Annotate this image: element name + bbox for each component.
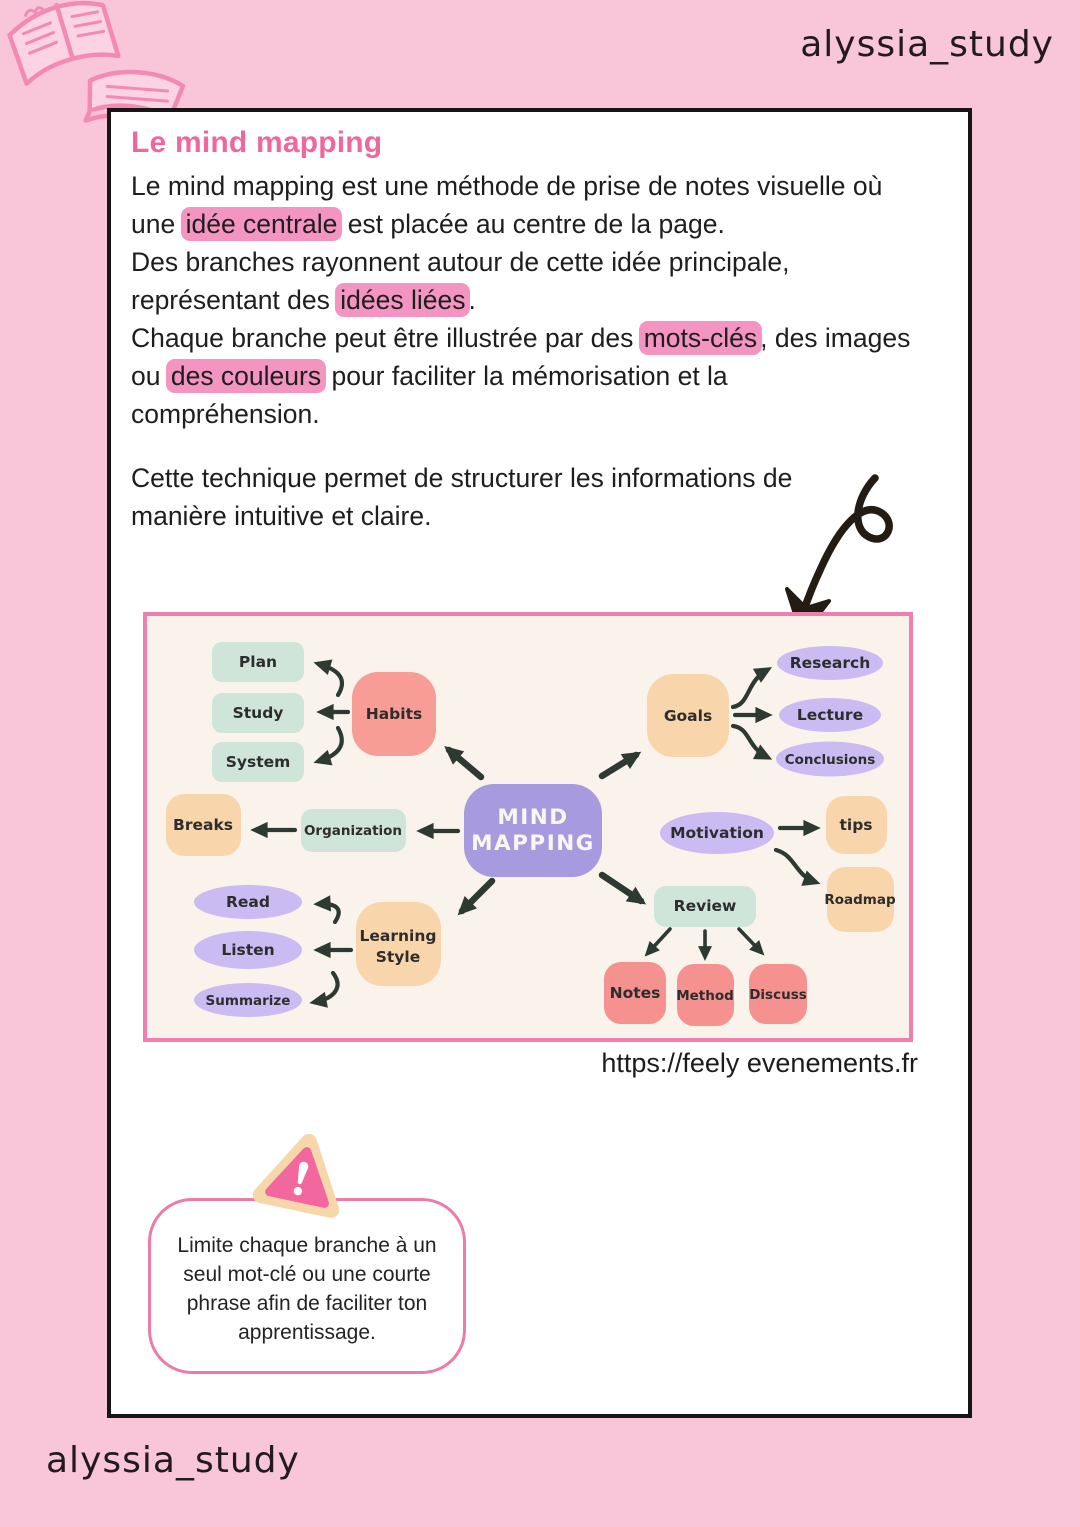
node-label: Method	[676, 988, 734, 1004]
body-line: ou des couleurs pour faciliter la mémori…	[131, 357, 959, 395]
body-text: pour faciliter la mémorisation et la	[324, 361, 728, 391]
node-motivation: Motivation	[660, 812, 774, 854]
node-label: Learning	[360, 927, 437, 945]
node-habits: Habits	[352, 672, 436, 756]
node-label: Read	[226, 893, 270, 911]
node-label: Review	[674, 897, 737, 915]
node-review: Review	[654, 886, 756, 927]
highlight: mots-clés	[638, 321, 763, 355]
mindmap-arrows	[250, 659, 821, 1008]
node-lecture: Lecture	[779, 698, 881, 732]
body-line: Des branches rayonnent autour de cette i…	[131, 243, 959, 281]
node-label: tips	[839, 816, 872, 834]
node-label: MIND	[497, 805, 568, 830]
body-text: manière intuitive et claire.	[131, 501, 432, 531]
node-breaks: Breaks	[166, 794, 241, 856]
node-label: Listen	[221, 941, 274, 959]
source-url: https://feely evenements.fr	[601, 1048, 918, 1078]
mindmap-figure: Plan Study System Habits Breaks	[143, 612, 913, 1042]
node-label: Lecture	[797, 706, 863, 724]
note-card: Le mind mapping Le mind mapping est une …	[107, 108, 972, 1418]
node-label: Research	[790, 654, 871, 672]
node-label: Notes	[610, 984, 661, 1002]
mindmap-diagram: Plan Study System Habits Breaks	[166, 642, 896, 1026]
note-body: Le mind mapping est une méthode de prise…	[131, 167, 959, 535]
node-system: System	[212, 742, 304, 782]
node-conclusions: Conclusions	[776, 741, 884, 777]
node-summarize: Summarize	[194, 983, 302, 1017]
warning-triangle-icon	[252, 1133, 340, 1218]
tip-text: Limite chaque branche à un seul mot-clé …	[177, 1234, 437, 1344]
body-line: Le mind mapping est une méthode de prise…	[131, 167, 959, 205]
body-text: .	[468, 285, 476, 315]
node-label: Conclusions	[785, 752, 876, 768]
node-label: Summarize	[206, 993, 291, 1009]
body-line: manière intuitive et claire.	[131, 497, 959, 535]
node-notes: Notes	[604, 962, 666, 1024]
highlight: idées liées	[335, 283, 471, 317]
node-discuss: Discuss	[749, 964, 807, 1024]
node-method: Method	[676, 964, 734, 1026]
body-text: une	[131, 209, 183, 239]
node-label: MAPPING	[471, 831, 595, 856]
body-text: représentant des	[131, 285, 338, 315]
node-organization: Organization	[301, 809, 406, 852]
highlight: des couleurs	[165, 359, 327, 393]
body-line: représentant des idées liées.	[131, 281, 959, 319]
node-label: Discuss	[749, 987, 807, 1003]
body-line: Cette technique permet de structurer les…	[131, 459, 959, 497]
body-text: Le mind mapping est une méthode de prise…	[131, 171, 883, 201]
node-goals: Goals	[647, 674, 729, 757]
body-text: Des branches rayonnent autour de cette i…	[131, 247, 790, 277]
node-label: Breaks	[173, 816, 233, 834]
node-label: Organization	[304, 823, 402, 839]
body-text: Cette technique permet de structurer les…	[131, 463, 793, 493]
body-line: compréhension.	[131, 395, 959, 433]
node-label: Goals	[664, 707, 712, 725]
note-title: Le mind mapping	[131, 126, 383, 159]
node-plan: Plan	[212, 642, 304, 682]
node-label: Roadmap	[824, 892, 896, 908]
body-text: , des images	[760, 323, 911, 353]
node-label: Habits	[366, 705, 422, 723]
node-label: Motivation	[670, 824, 764, 842]
node-study: Study	[212, 693, 304, 733]
node-learning-style: Learning Style	[356, 902, 441, 986]
node-listen: Listen	[194, 931, 302, 969]
account-handle-top: alyssia_study	[800, 24, 1054, 65]
account-handle-bottom: alyssia_study	[46, 1440, 300, 1481]
body-text: est placée au centre de la page.	[340, 209, 725, 239]
node-label: Plan	[239, 653, 277, 671]
body-text: ou	[131, 361, 168, 391]
tip-callout: Limite chaque branche à un seul mot-clé …	[148, 1133, 466, 1374]
body-text: compréhension.	[131, 399, 320, 429]
node-roadmap: Roadmap	[824, 867, 896, 932]
body-line: une idée centrale est placée au centre d…	[131, 205, 959, 243]
highlight: idée centrale	[180, 207, 343, 241]
node-label: System	[226, 753, 291, 771]
body-line: Chaque branche peut être illustrée par d…	[131, 319, 959, 357]
node-label: Style	[376, 948, 421, 966]
node-read: Read	[194, 885, 302, 919]
node-tips: tips	[826, 796, 887, 854]
body-text: Chaque branche peut être illustrée par d…	[131, 323, 641, 353]
node-research: Research	[777, 646, 883, 680]
node-label: Study	[233, 704, 284, 722]
node-center: MIND MAPPING	[464, 784, 602, 877]
